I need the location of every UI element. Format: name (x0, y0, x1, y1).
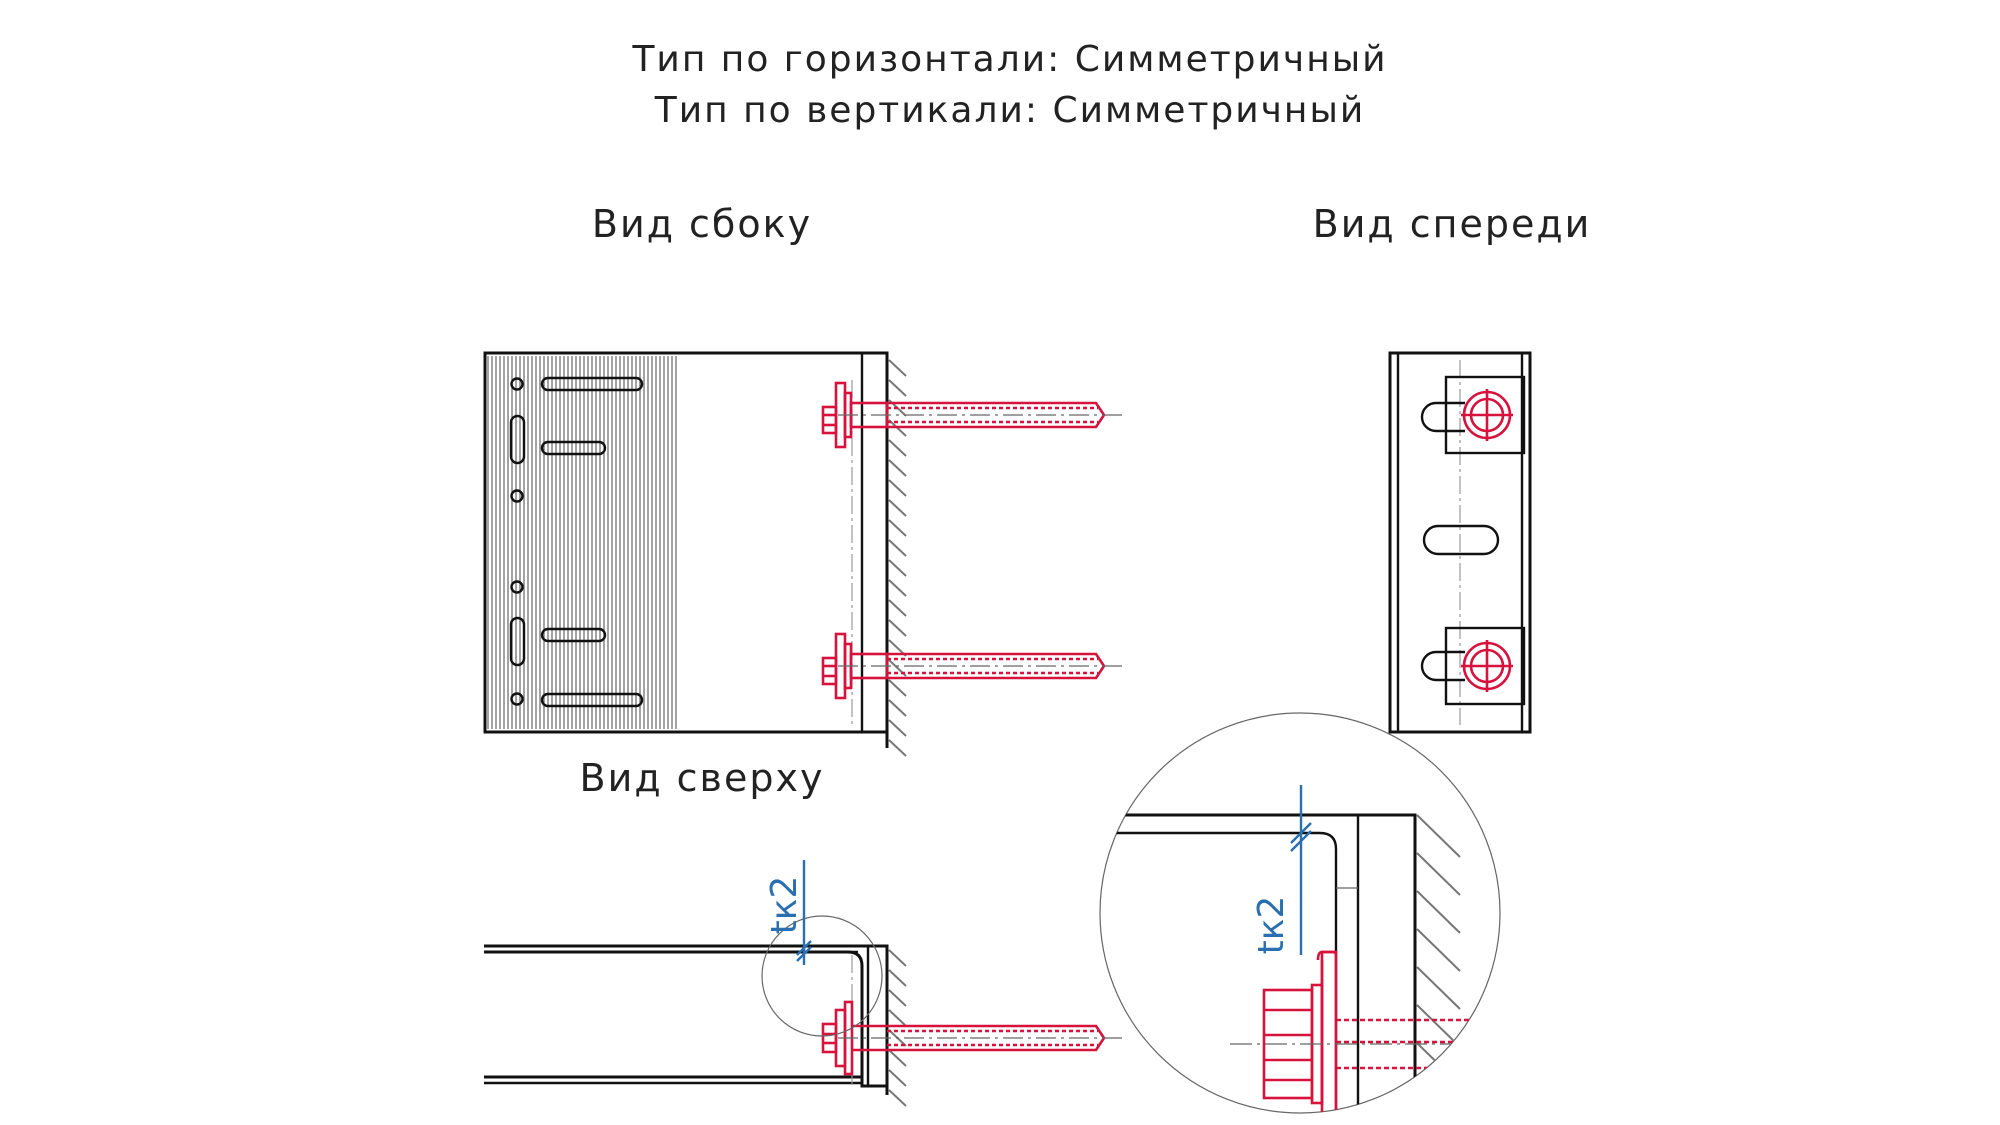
detail-view: tк2 (1099, 712, 1501, 1125)
slot-horizontal (540, 440, 607, 456)
hatch-line (888, 1089, 907, 1107)
hatch-line (888, 379, 907, 397)
front-view-slot-upper (1420, 401, 1465, 433)
top-view-profile-upper (484, 944, 889, 1088)
hatch-line (888, 359, 907, 377)
slot-vertical (509, 616, 526, 667)
hatch-line (888, 459, 907, 477)
front-view-washer-lower (1444, 626, 1526, 706)
side-view (483, 351, 1126, 757)
hatch-line (1416, 1042, 1461, 1086)
header-vertical-type: Тип по вертикали: Симметричный (654, 90, 1366, 131)
hatch-line (888, 969, 907, 987)
hatch-line (888, 1049, 907, 1067)
front-view-center-slot (1422, 524, 1500, 556)
hatch-line (888, 949, 907, 967)
hatch-line (888, 499, 907, 517)
label-side-view: Вид сбоку (592, 202, 812, 246)
anchor-bolt-lower (821, 632, 1126, 700)
hatch-line (1417, 1119, 1460, 1125)
round-hole (510, 692, 524, 706)
hatch-line (888, 599, 907, 617)
slot-horizontal (540, 627, 607, 643)
dimension-tk2-label: tк2 (764, 876, 805, 935)
slot-vertical (509, 414, 526, 465)
hatch-line (1416, 966, 1461, 1010)
hatch-line (1416, 890, 1461, 934)
hatch-line (1416, 852, 1461, 896)
label-front-view: Вид спереди (1313, 202, 1592, 246)
anchor-bolt-upper (821, 381, 1126, 449)
hatch-line (1416, 814, 1461, 858)
side-view-texture (487, 356, 677, 729)
front-view (1388, 351, 1532, 734)
hatch-line (888, 619, 907, 637)
slot-horizontal (540, 692, 644, 708)
hatch-line (888, 699, 907, 717)
hatch-line (888, 1009, 907, 1027)
hatch-line (888, 989, 907, 1007)
hatch-line (1416, 928, 1461, 972)
dimension-tk2: tк2 (764, 860, 812, 965)
side-view-holes (509, 376, 644, 708)
header-horizontal-type: Тип по горизонтали: Симметричный (631, 39, 1387, 80)
top-view-anchor-bolt (821, 1000, 1126, 1076)
detail-dimension-label: tк2 (1251, 896, 1292, 955)
hatch-line (888, 719, 907, 737)
detail-view-circle (1099, 712, 1501, 1114)
hatch-line (888, 519, 907, 537)
round-hole (510, 580, 524, 594)
detail-view-wall-hatch (1416, 814, 1461, 1125)
hatch-line (888, 579, 907, 597)
hatch-line (1416, 1004, 1461, 1048)
label-top-view: Вид сверху (580, 756, 825, 800)
front-view-bracket (1388, 351, 1532, 734)
front-view-washer-upper (1444, 375, 1526, 455)
hatch-line (888, 679, 907, 697)
hatch-line (888, 479, 907, 497)
hatch-line (888, 559, 907, 577)
side-view-wall-hatch (888, 359, 907, 757)
round-hole (510, 377, 524, 391)
top-view: tк2 (484, 860, 1126, 1107)
top-view-wall-hatch (888, 949, 907, 1107)
hatch-line (888, 539, 907, 557)
hatch-line (888, 439, 907, 457)
front-view-slot-lower (1420, 650, 1465, 682)
hatch-line (1416, 1080, 1461, 1113)
hatch-line (888, 739, 907, 757)
hatch-line (888, 1069, 907, 1087)
slot-horizontal (540, 376, 644, 392)
detail-callout-circle (761, 915, 883, 1037)
round-hole (510, 489, 524, 503)
